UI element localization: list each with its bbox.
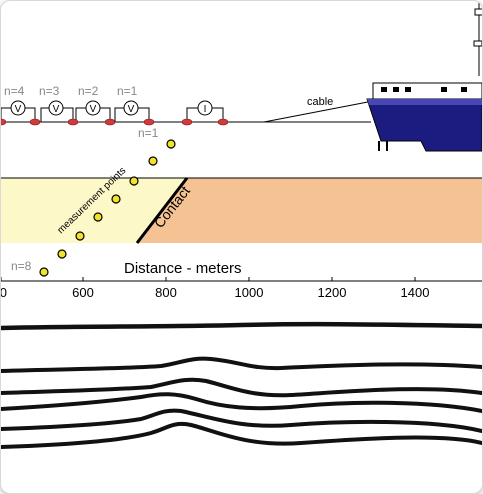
cable-label: cable	[307, 96, 333, 108]
electrode	[1, 118, 7, 126]
axis-title: Distance - meters	[124, 260, 242, 277]
voltmeter-icon-n2: V	[75, 100, 111, 122]
measurement-point	[166, 139, 176, 149]
measurement-point	[39, 267, 49, 277]
tick-label-1000: 1000	[235, 285, 264, 300]
svg-text:V: V	[15, 104, 22, 115]
electrode-label-n4: n=4	[4, 84, 25, 98]
electrode	[67, 118, 79, 126]
electrode	[181, 118, 193, 126]
svg-text:I: I	[204, 104, 207, 115]
svg-text:V: V	[128, 104, 135, 115]
profile-line-1	[1, 321, 482, 331]
measurement-point	[75, 231, 85, 241]
measurement-points	[39, 139, 176, 277]
electrodes	[1, 118, 229, 126]
cable-line	[263, 100, 374, 123]
tick-label-0: 00	[1, 285, 7, 300]
axis-ticks	[1, 277, 416, 281]
electrode	[104, 118, 116, 126]
measurement-point	[129, 176, 139, 186]
svg-text:V: V	[90, 104, 97, 115]
electrode	[217, 118, 229, 126]
voltmeter-icon-n1: V	[114, 100, 150, 122]
electrode-label-n1: n=1	[117, 84, 138, 98]
measurement-point	[57, 249, 67, 259]
contact-line	[135, 177, 189, 244]
tick-label-1200: 1200	[318, 285, 347, 300]
tick-label-800: 800	[155, 285, 177, 300]
profile-line-5	[1, 408, 482, 433]
profile-line-4	[1, 392, 482, 413]
profile-line-2	[1, 356, 482, 373]
profile-lines	[1, 321, 482, 449]
electrode	[143, 118, 155, 126]
electrode	[29, 118, 41, 126]
tick-label-600: 600	[72, 285, 94, 300]
measurement-point	[93, 212, 103, 222]
left-layer	[1, 178, 187, 243]
tick-label-1400: 1400	[401, 285, 430, 300]
n8-point-label: n=8	[11, 259, 32, 273]
electrode-label-n2: n=2	[78, 84, 99, 98]
profile-line-6	[1, 422, 482, 449]
n1-point-label: n=1	[138, 126, 159, 140]
ship-icon	[366, 1, 482, 152]
electrode-label-n3: n=3	[39, 84, 60, 98]
voltmeter-icon-n4: V	[1, 100, 36, 122]
measurement-point	[111, 194, 121, 204]
measurement-point	[148, 156, 158, 166]
voltmeter-icon-n3: V	[40, 100, 74, 122]
profile-line-3	[1, 377, 482, 398]
current-meter-icon: I	[186, 100, 224, 122]
svg-text:V: V	[53, 104, 60, 115]
